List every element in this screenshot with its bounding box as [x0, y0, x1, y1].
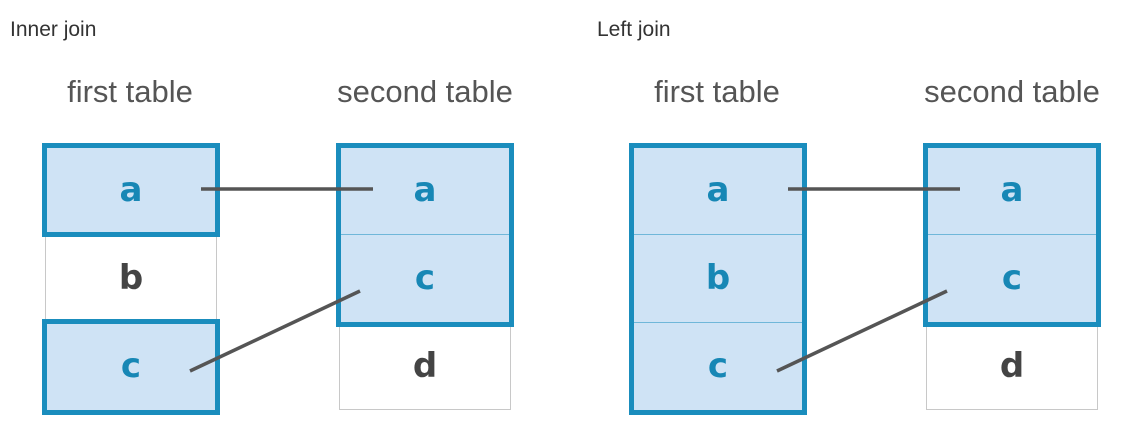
left-second-divider [928, 234, 1096, 235]
inner-second-row-d: d [339, 322, 511, 410]
left-join-heading: Left join [597, 18, 671, 41]
inner-second-table-label: second table [337, 74, 513, 109]
inner-second-row-a: a [339, 146, 511, 234]
left-first-table-label: first table [654, 74, 780, 109]
left-first-divider-2 [634, 322, 802, 323]
inner-second-row-c: c [339, 234, 511, 322]
inner-first-row-c: c [45, 322, 217, 410]
inner-first-table-label: first table [67, 74, 193, 109]
left-second-row-d: d [926, 322, 1098, 410]
inner-second-divider [341, 234, 509, 235]
left-first-row-a: a [632, 146, 804, 234]
left-second-row-c: c [926, 234, 1098, 322]
left-second-table-label: second table [924, 74, 1100, 109]
left-first-row-b: b [632, 234, 804, 322]
left-second-row-a: a [926, 146, 1098, 234]
left-first-divider-1 [634, 234, 802, 235]
inner-first-row-a: a [45, 146, 217, 234]
left-first-row-c: c [632, 322, 804, 410]
inner-join-heading: Inner join [10, 18, 97, 41]
inner-first-row-b: b [45, 234, 217, 322]
left-join-panel: Left join first table second table a b c… [587, 0, 1132, 442]
inner-join-panel: Inner join first table second table a b … [10, 18, 514, 415]
